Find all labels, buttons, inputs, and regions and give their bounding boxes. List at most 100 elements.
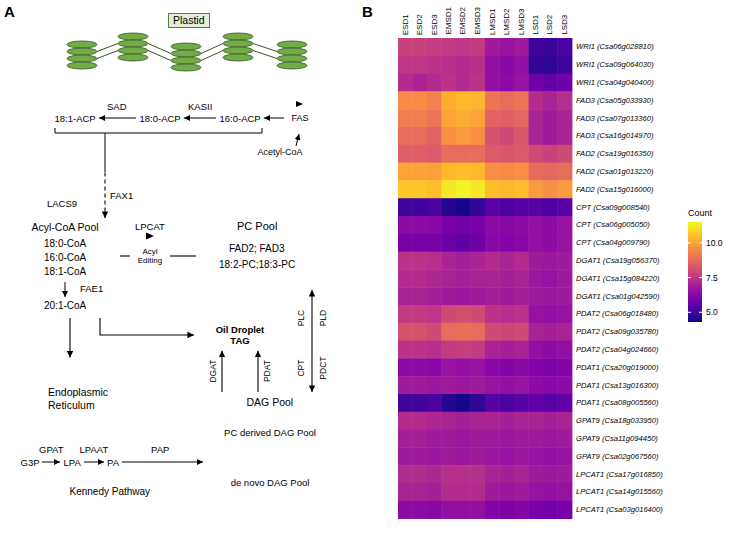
node-text: FAS xyxy=(292,113,309,124)
heatmap-cell xyxy=(471,109,486,127)
heatmap-cell xyxy=(456,323,471,341)
heatmap-cell xyxy=(558,109,573,127)
heatmap-cell xyxy=(558,216,573,234)
heatmap-cell xyxy=(427,145,442,163)
heatmap-cell xyxy=(529,465,544,483)
heatmap-cell xyxy=(398,180,413,198)
plastid-organelle-outline xyxy=(24,5,354,185)
thylakoid-stacks xyxy=(97,51,118,59)
heatmap-cell xyxy=(500,483,515,501)
heatmap-cell xyxy=(543,341,558,359)
heatmap-cell xyxy=(500,216,515,234)
heatmap-cell xyxy=(471,269,486,287)
heatmap-cell xyxy=(514,412,529,430)
thylakoid-stacks xyxy=(67,33,307,71)
heatmap-cell xyxy=(413,252,428,270)
heatmap-cell xyxy=(543,430,558,448)
gene-row-label: DGAT1 (Csa01g042590) xyxy=(576,292,659,301)
heatmap-cell xyxy=(543,180,558,198)
heatmap-cell xyxy=(558,287,573,305)
thylakoid-stacks xyxy=(171,43,201,50)
reaction-arrows xyxy=(184,118,216,119)
heatmap-cell xyxy=(471,56,486,74)
heatmap-cell xyxy=(456,74,471,92)
heatmap-cell xyxy=(427,38,442,56)
heatmap-cell xyxy=(529,127,544,145)
pathway-label: Kennedy Pathway xyxy=(70,486,151,498)
heatmap-cell xyxy=(543,234,558,252)
heatmap-cell xyxy=(413,394,428,412)
heatmap-cell xyxy=(413,483,428,501)
gene-row-label: CPT (Csa09g008540) xyxy=(576,203,650,212)
heatmap-cell xyxy=(500,358,515,376)
heatmap-cell xyxy=(529,109,544,127)
heatmap-cell xyxy=(456,269,471,287)
heatmap-cell xyxy=(442,163,457,181)
heatmap-cell xyxy=(398,483,413,501)
heatmap-cell xyxy=(514,163,529,181)
thylakoid-stacks xyxy=(277,62,307,69)
heatmap-cell xyxy=(456,412,471,430)
heatmap-cell xyxy=(427,447,442,465)
heatmap-cell xyxy=(500,465,515,483)
heatmap-cell xyxy=(500,145,515,163)
thylakoid-stacks xyxy=(67,48,97,55)
heatmap-cell xyxy=(514,269,529,287)
pathway-connector xyxy=(104,172,105,218)
heatmap-cell xyxy=(543,91,558,109)
heatmap-cell xyxy=(558,198,573,216)
heatmap-cell xyxy=(543,198,558,216)
scale-title: Count xyxy=(688,208,712,219)
heatmap-cell xyxy=(514,358,529,376)
heatmap-cell xyxy=(558,234,573,252)
heatmap-cell xyxy=(456,465,471,483)
heatmap-cell xyxy=(413,341,428,359)
thylakoid-stacks xyxy=(118,54,148,61)
heatmap-cell xyxy=(398,430,413,448)
heatmap-cell xyxy=(427,56,442,74)
reaction-arrows xyxy=(105,133,106,172)
gene-row-label: FAD3 (Csa07g013360) xyxy=(576,114,654,123)
heatmap-cell xyxy=(529,145,544,163)
pc-pool-box-outline xyxy=(197,216,318,290)
enzyme-circle: FAS xyxy=(286,104,314,132)
heatmap-cell xyxy=(398,341,413,359)
gene-row-label: FAD2 (Csa01g013220) xyxy=(576,167,654,176)
gene-row-label: LPCAT1 (Csa03g016400) xyxy=(576,505,663,514)
heatmap-cell xyxy=(398,109,413,127)
plastid-organelle: PlastidFAS xyxy=(24,5,354,185)
heatmap-cell xyxy=(442,38,457,56)
heatmap-cell xyxy=(442,447,457,465)
heatmap-cell xyxy=(500,91,515,109)
pathway-connector xyxy=(257,351,258,392)
gene-row-label: PDAT1 (Csa20g019000) xyxy=(576,363,659,372)
heatmap-cell xyxy=(558,252,573,270)
heatmap-cell xyxy=(500,234,515,252)
heatmap-cell xyxy=(485,234,500,252)
heatmap-cell xyxy=(442,269,457,287)
heatmap-cell xyxy=(558,483,573,501)
sample-column-label: ESD3 xyxy=(429,14,439,35)
thylakoid-stacks xyxy=(118,47,148,54)
gene-row-label: FAD3 (Csa05g033930) xyxy=(576,96,654,105)
heatmap-cell xyxy=(442,145,457,163)
thylakoid-stacks xyxy=(171,64,201,71)
pathway-label: LPAAT xyxy=(80,444,109,455)
heatmap-cell xyxy=(500,323,515,341)
heatmap-cell xyxy=(529,74,544,92)
heatmap-cell xyxy=(442,341,457,359)
sample-column-label: LMSD2 xyxy=(502,8,512,35)
heatmap-cell xyxy=(471,216,486,234)
heatmap-cell xyxy=(427,394,442,412)
thylakoid-stacks xyxy=(223,47,253,54)
heatmap-cell xyxy=(471,145,486,163)
heatmap-cell xyxy=(456,394,471,412)
heatmap-cell xyxy=(514,341,529,359)
pathway-connector xyxy=(221,351,222,392)
heatmap-cell xyxy=(485,38,500,56)
heatmap-cell xyxy=(558,163,573,181)
cycle-arrowheads xyxy=(296,101,303,107)
thylakoid-stacks xyxy=(97,44,118,52)
pathway-label: LPA xyxy=(64,457,81,468)
heatmap-cell xyxy=(413,376,428,394)
